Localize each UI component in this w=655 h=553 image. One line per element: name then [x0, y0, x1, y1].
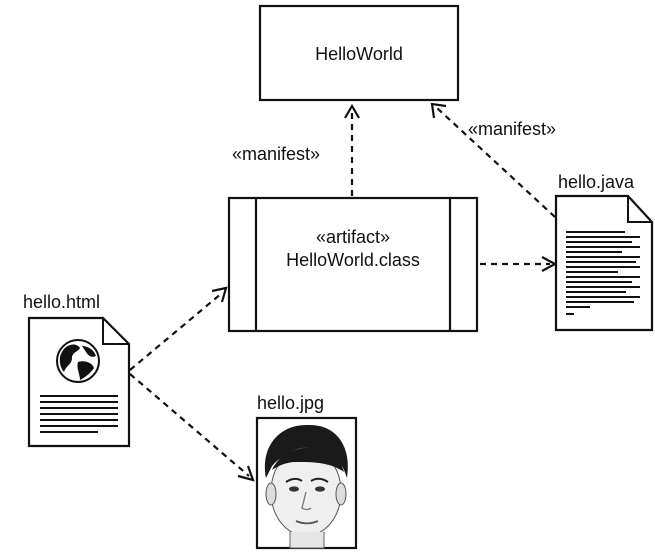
manifest-label-right: «manifest»	[468, 119, 556, 139]
hello-jpg-image[interactable]: hello.jpg	[255, 393, 358, 550]
dependency-arrow-artifact-java	[480, 256, 558, 272]
hello-java-document[interactable]: hello.java	[554, 172, 654, 332]
dependency-arrow-html-artifact	[129, 286, 228, 371]
helloworld-label: HelloWorld	[315, 44, 403, 64]
globe-icon	[56, 339, 100, 383]
hello-html-label: hello.html	[23, 292, 100, 312]
hello-html-document[interactable]: hello.html	[23, 292, 131, 448]
portrait-photo-icon	[255, 416, 358, 550]
manifest-label-left: «manifest»	[232, 144, 320, 164]
web-document-icon	[27, 316, 131, 448]
hello-jpg-label: hello.jpg	[257, 393, 324, 413]
helloworld-box[interactable]: HelloWorld	[258, 4, 460, 102]
manifest-arrow-java	[430, 102, 556, 218]
dependency-arrow-html-jpg	[129, 373, 255, 482]
hello-java-label: hello.java	[558, 172, 635, 192]
artifact-box[interactable]: «artifact» HelloWorld.class	[227, 196, 479, 333]
manifest-arrow-artifact	[344, 103, 360, 196]
artifact-stereotype: «artifact»	[316, 227, 390, 247]
source-document-icon	[554, 194, 654, 332]
artifact-name: HelloWorld.class	[286, 250, 420, 270]
